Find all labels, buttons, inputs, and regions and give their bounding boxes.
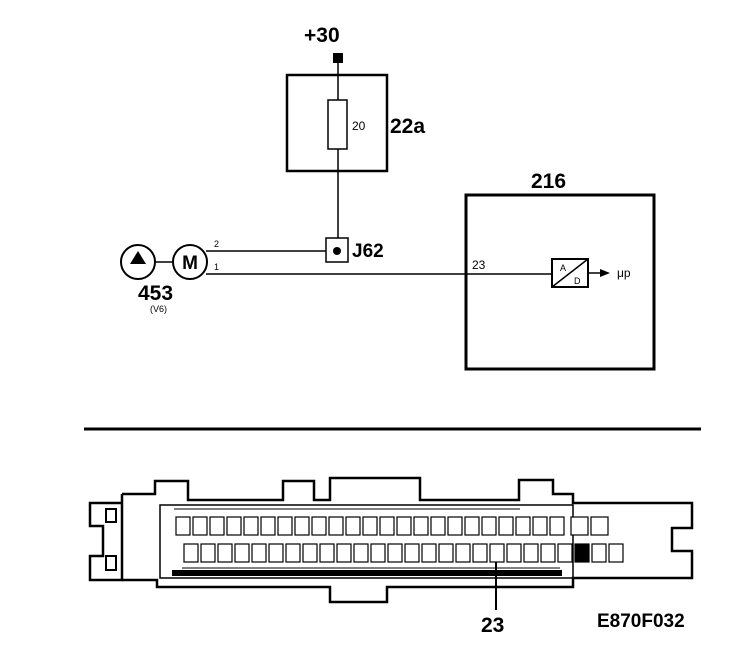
connector-pin <box>430 516 446 536</box>
connector-pin <box>234 543 250 563</box>
connector-pin <box>413 516 429 536</box>
connector-pin <box>243 516 259 536</box>
connector-housing <box>88 476 694 604</box>
ad-converter-a-label: A <box>560 263 566 273</box>
fuse-pin-label: 20 <box>352 119 366 133</box>
fuse-label: 22a <box>390 115 425 138</box>
ecu-box <box>464 193 656 371</box>
motor-pin-1-label: 1 <box>214 262 219 272</box>
connector-pin <box>472 543 488 563</box>
connector-pin <box>370 543 386 563</box>
connector-pin <box>464 516 480 536</box>
connector-pin <box>570 516 589 536</box>
ad-converter-d-label: D <box>574 276 581 286</box>
connector-pin <box>489 543 505 563</box>
connector-pin <box>319 543 335 563</box>
connector-pin <box>260 516 276 536</box>
junction-label: J62 <box>352 241 384 262</box>
output-label: μp <box>617 266 631 280</box>
ecu-label: 216 <box>531 170 566 193</box>
connector-pin <box>515 516 531 536</box>
motor-pin-2-label: 2 <box>214 239 219 249</box>
connector-pin <box>311 516 327 536</box>
connector-pin <box>294 516 310 536</box>
connector-pin <box>200 543 216 563</box>
junction-box <box>325 237 349 263</box>
connector-pin <box>438 543 454 563</box>
connector-pin <box>336 543 352 563</box>
connector-pin <box>217 543 233 563</box>
connector-pin <box>447 516 463 536</box>
connector-pin <box>455 543 471 563</box>
connector-pin <box>328 516 344 536</box>
connector-pin <box>353 543 369 563</box>
connector-pin <box>175 516 191 536</box>
connector-pin <box>379 516 395 536</box>
ad-converter-divider <box>551 258 589 288</box>
pump-arrow-icon <box>130 251 146 264</box>
pump-variant-label: (V6) <box>150 304 167 314</box>
fuse-element <box>327 99 348 150</box>
connector-pin <box>396 516 412 536</box>
connector-pin <box>481 516 497 536</box>
pin-23-label: 23 <box>481 614 504 637</box>
connector-pin <box>183 543 199 563</box>
connector-pin <box>345 516 361 536</box>
connector-pin <box>549 516 565 536</box>
motor-label: M <box>182 253 198 274</box>
connector-pin <box>268 543 284 563</box>
supply-terminal <box>333 53 343 63</box>
connector-pin <box>277 516 293 536</box>
connector-pin <box>387 543 403 563</box>
connector-pin <box>506 543 522 563</box>
figure-code: E870F032 <box>597 611 685 632</box>
connector-pin <box>421 543 437 563</box>
connector-pin <box>590 516 609 536</box>
connector-pin <box>540 543 556 563</box>
connector-pin <box>192 516 208 536</box>
connector-pin <box>608 543 624 563</box>
connector-pin <box>251 543 267 563</box>
output-arrow-icon <box>600 269 610 277</box>
motor-symbol <box>172 244 208 280</box>
junction-dot <box>333 247 341 255</box>
connector-pin <box>226 516 242 536</box>
connector-pin <box>557 543 573 563</box>
connector-pin <box>498 516 514 536</box>
connector-pin <box>532 516 548 536</box>
connector-pin <box>285 543 301 563</box>
connector-pin <box>302 543 318 563</box>
connector-pin <box>209 516 225 536</box>
connector-pin-row-1 <box>175 516 609 536</box>
connector-pin <box>523 543 539 563</box>
pump-label: 453 <box>138 282 173 305</box>
connector-pin <box>404 543 420 563</box>
connector-latch-bar <box>172 570 562 576</box>
connector-pin <box>591 543 607 563</box>
supply-label: +30 <box>304 24 340 47</box>
connector-pin-23-highlighted <box>574 543 590 563</box>
fuse-box <box>285 73 389 173</box>
connector-pin <box>362 516 378 536</box>
ecu-input-pin-label: 23 <box>472 258 486 272</box>
connector-pin-row-2 <box>183 543 624 563</box>
